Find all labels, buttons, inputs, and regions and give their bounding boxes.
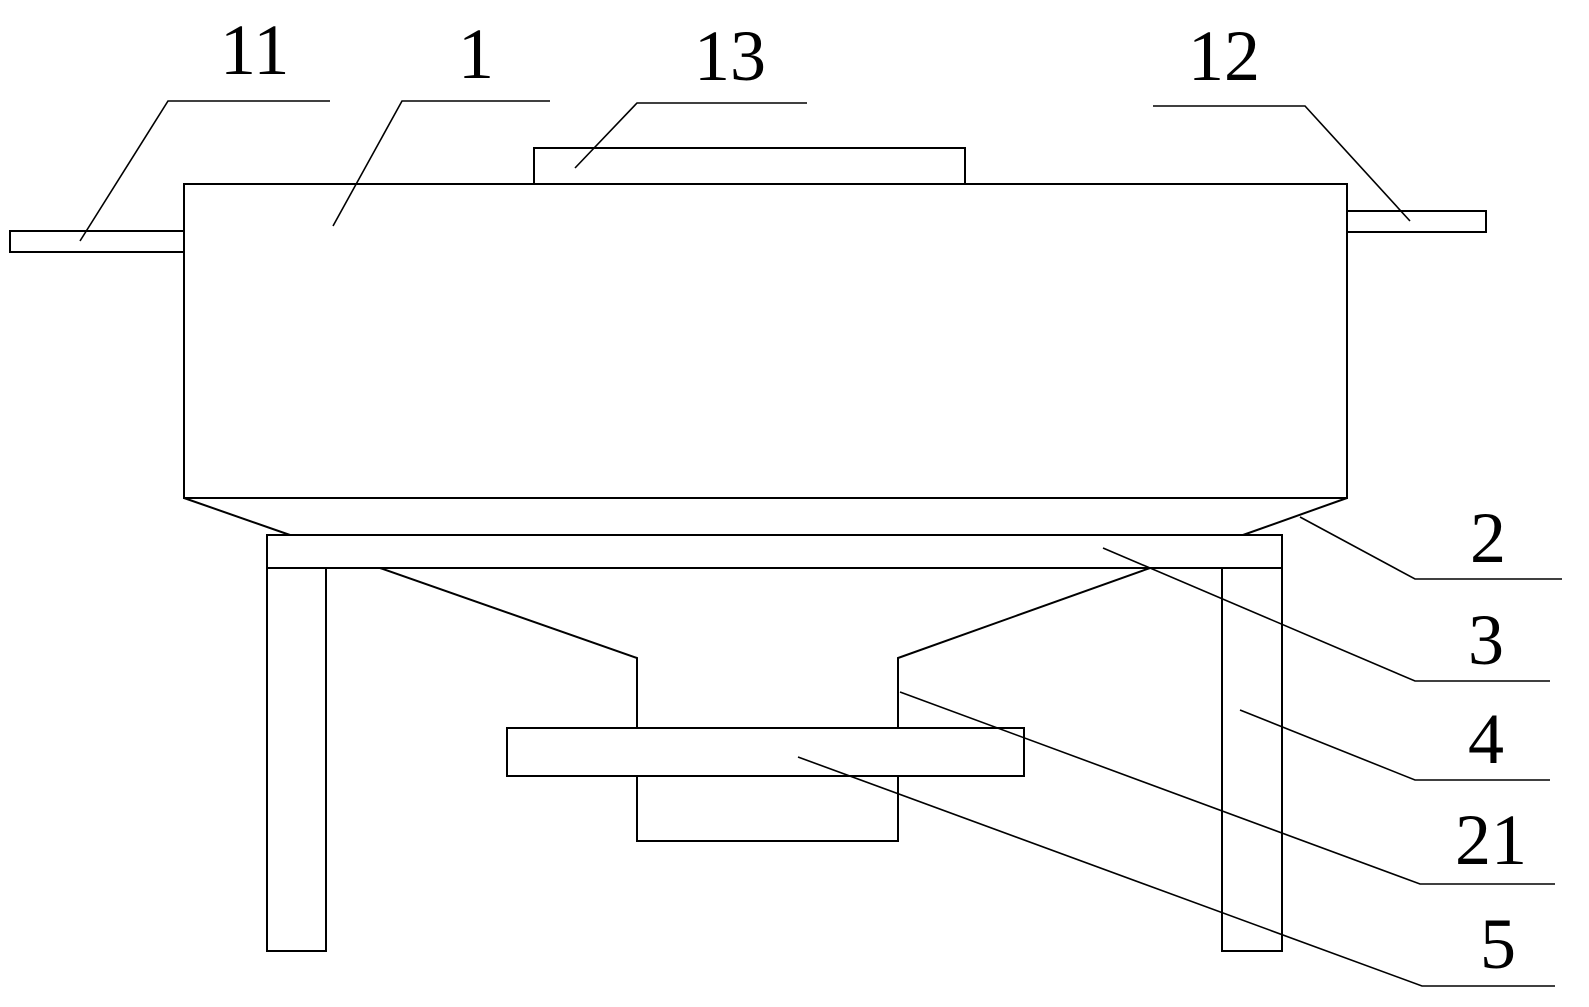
ref-label-12: 12 (1188, 16, 1260, 96)
leader-line-13 (574, 102, 807, 169)
ref-label-11: 11 (220, 10, 289, 90)
upper-hopper-right-edge (1242, 497, 1348, 536)
outlet-pipe (1347, 210, 1487, 233)
ref-label-3: 3 (1468, 600, 1504, 680)
ref-label-1: 1 (458, 14, 494, 94)
upper-hopper-left-edge (183, 497, 291, 536)
leader-line-11 (79, 100, 330, 242)
leader-line-5 (797, 756, 1555, 987)
ref-label-5: 5 (1480, 904, 1516, 984)
discharge-plate (506, 727, 1025, 777)
lower-hopper-left-wall (379, 567, 638, 728)
support-plate (266, 534, 1283, 569)
main-body (183, 183, 1348, 499)
leader-line-21 (899, 691, 1555, 885)
lower-hopper-outlet (636, 776, 899, 842)
leader-line-1 (332, 100, 550, 227)
support-leg-right (1221, 567, 1283, 952)
leader-line-4 (1239, 709, 1550, 781)
ref-label-2: 2 (1470, 498, 1506, 578)
leader-line-3 (1102, 547, 1550, 682)
leader-line-2 (1299, 516, 1562, 580)
leader-line-12 (1153, 105, 1411, 222)
top-cover (533, 147, 966, 184)
ref-label-4: 4 (1468, 699, 1504, 779)
ref-label-13: 13 (694, 16, 766, 96)
support-leg-left (266, 567, 327, 952)
ref-label-21: 21 (1455, 800, 1527, 880)
inlet-pipe (9, 230, 184, 253)
lower-hopper-right-wall (897, 567, 1151, 728)
